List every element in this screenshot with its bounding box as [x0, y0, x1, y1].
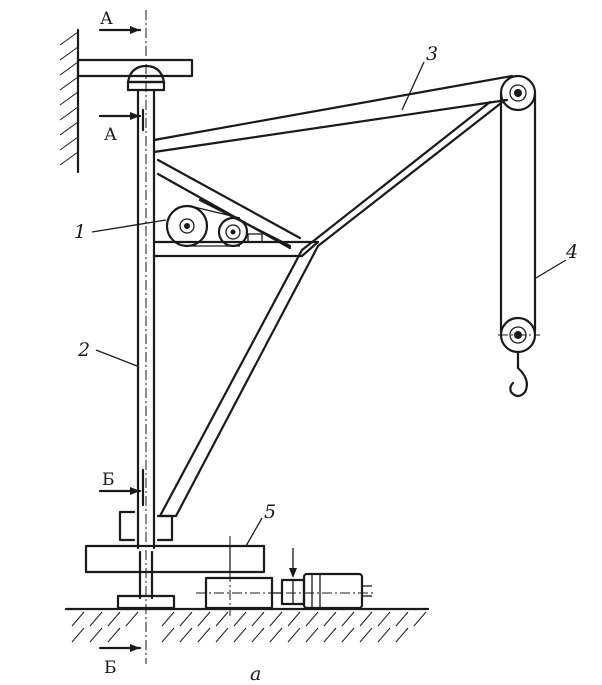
part-label-4: 4 — [565, 241, 578, 263]
figure-caption: а — [250, 663, 261, 685]
top-bracket — [76, 58, 194, 92]
part-label-3: 3 — [426, 43, 438, 65]
strut — [158, 98, 507, 518]
winch — [165, 204, 263, 248]
wall — [59, 28, 80, 174]
section-label-a-top: А — [100, 9, 113, 29]
section-markers — [98, 26, 142, 652]
hoist — [498, 74, 540, 398]
part-label-2: 2 — [77, 339, 90, 361]
part-label-5: 5 — [264, 501, 276, 523]
section-label-b-bottom: Б — [104, 658, 117, 678]
section-label-b-top: Б — [102, 470, 115, 490]
column — [136, 10, 156, 664]
ground — [64, 607, 430, 643]
base-assembly — [84, 510, 376, 616]
part-label-1: 1 — [74, 221, 86, 243]
leader-lines — [91, 61, 567, 547]
section-label-a-bottom: А — [104, 125, 117, 145]
